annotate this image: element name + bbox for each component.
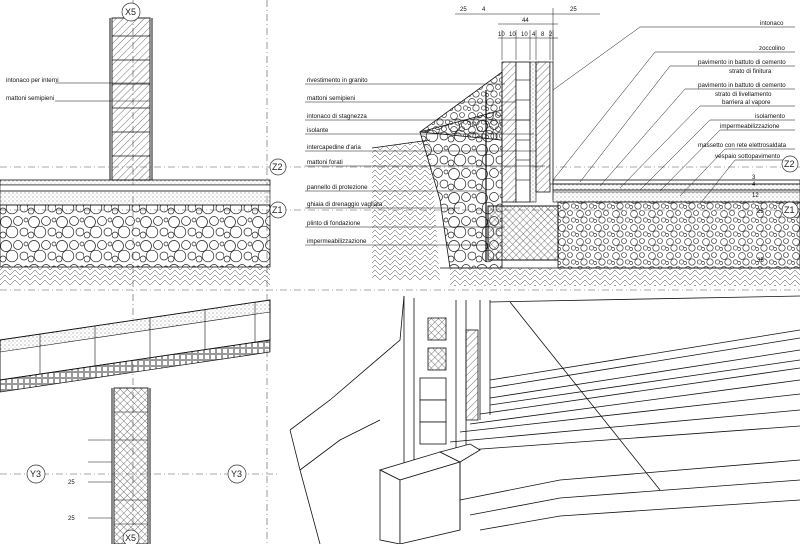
axis-bubble-y3-left: Y3: [26, 464, 46, 484]
center-leaders: [305, 83, 545, 246]
label-mattoni-forati: mattoni forati: [307, 159, 343, 166]
label-intonaco: intonaco: [760, 20, 784, 27]
axis-bubble-x5-top: X5: [121, 2, 141, 22]
svg-text:12: 12: [752, 193, 759, 199]
label-mattoni-semipieni-left: mattoni semipieni: [6, 95, 54, 102]
lower-left-section: [0, 299, 271, 544]
label-mattoni-semipieni: mattoni semipieni: [307, 95, 355, 102]
svg-text:Z1: Z1: [272, 205, 283, 215]
label-rivestimento-granito: rivestimento in granito: [307, 77, 368, 84]
svg-text:Z2: Z2: [784, 159, 795, 169]
label-pavimento-battuto-2: pavimento in battuto di cemento: [698, 82, 786, 89]
svg-text:X5: X5: [125, 7, 136, 17]
svg-text:8: 8: [541, 32, 545, 38]
label-pavimento-battuto-1: pavimento in battuto di cemento: [698, 59, 786, 66]
svg-text:44: 44: [522, 18, 529, 24]
label-impermeabilizzazione-center: impermeabilizzazione: [307, 238, 367, 245]
svg-text:4: 4: [752, 182, 756, 188]
svg-text:35: 35: [757, 258, 764, 264]
svg-text:Y3: Y3: [30, 469, 41, 479]
dimension-texts: 25 4 44 25 10 10 10 4 8 2 3 4 12 25 35: [460, 7, 764, 264]
svg-text:Z2: Z2: [272, 162, 283, 172]
label-strato-livellamento: strato di livellamento: [715, 91, 772, 98]
upper-right-section: [371, 61, 800, 286]
right-labels: intonaco zoccolino pavimento in battuto …: [698, 20, 787, 160]
label-barriera-vapore: barriera al vapore: [722, 99, 771, 106]
label-intercapedine: intercapedine d'aria: [307, 144, 361, 151]
label-pannello-protezione: pannello di protezione: [307, 184, 368, 191]
svg-text:25: 25: [757, 209, 764, 215]
label-vespaio: vespaio sottopavimento: [715, 153, 781, 160]
axis-bubble-x5-bottom: X5: [122, 529, 140, 544]
label-plinto-fondazione: plinto di fondazione: [307, 220, 361, 227]
svg-text:10: 10: [509, 32, 516, 38]
svg-text:Z1: Z1: [784, 205, 795, 215]
right-leaders: [552, 8, 795, 205]
axis-bubble-z2-left: Z2: [269, 158, 287, 176]
svg-text:25: 25: [460, 7, 467, 13]
svg-text:10: 10: [498, 32, 505, 38]
label-impermeabilizzazione-right: impermeabilizzazione: [720, 123, 780, 130]
upper-left-section: [0, 17, 271, 285]
svg-text:4: 4: [532, 32, 536, 38]
label-intonaco-interni: intonaco per interni: [6, 77, 59, 84]
svg-text:4: 4: [482, 7, 486, 13]
label-isolamento: isolamento: [755, 113, 785, 120]
svg-text:3: 3: [752, 175, 756, 181]
axonometric-view: [289, 295, 800, 544]
label-strato-finitura: strato di finitura: [729, 68, 772, 75]
label-massetto-rete: massetto con rete elettrosaldata: [698, 142, 787, 149]
label-ghiaia-drenaggio: ghiaia di drenaggio vagliata: [307, 201, 383, 208]
label-intonaco-stagnezza: intonaco di stagnezza: [307, 113, 367, 120]
dim-lower-25-a: 25: [68, 480, 75, 486]
label-zoccolino: zoccolino: [759, 45, 785, 52]
svg-text:25: 25: [570, 7, 577, 13]
svg-text:X5: X5: [125, 533, 136, 543]
dimension-lines-top: [455, 13, 600, 60]
axis-bubble-y3-right: Y3: [227, 464, 247, 484]
label-isolante: isolante: [307, 127, 329, 134]
dim-lower-25-b: 25: [68, 516, 75, 522]
svg-text:2: 2: [549, 32, 553, 38]
svg-text:10: 10: [521, 32, 528, 38]
axis-bubble-z1-right: Z1: [781, 201, 799, 219]
axis-bubble-z2-right: Z2: [781, 155, 799, 173]
center-labels: rivestimento in granito mattoni semipien…: [307, 77, 383, 245]
axis-bubble-z1-left: Z1: [269, 201, 287, 219]
svg-text:Y3: Y3: [231, 469, 242, 479]
